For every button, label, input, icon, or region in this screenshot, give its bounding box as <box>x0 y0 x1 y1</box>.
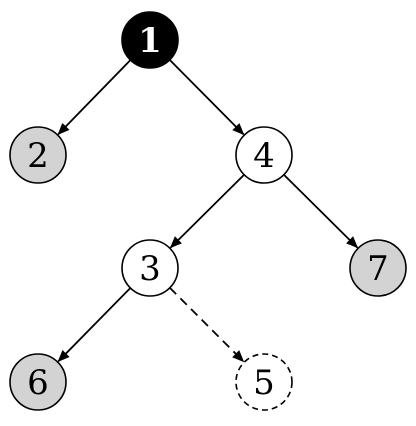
node-label-7: 7 <box>367 249 389 289</box>
node-circle-4 <box>235 126 293 184</box>
node-circle-1 <box>121 11 179 69</box>
node-label-6: 6 <box>27 363 49 403</box>
tree-node-5: 5 <box>235 353 293 411</box>
edge-3-to-5 <box>169 287 245 363</box>
edge-3-to-6 <box>57 287 132 363</box>
node-label-5: 5 <box>253 363 275 403</box>
edge-1-to-4 <box>169 59 245 136</box>
edges-layer <box>57 59 359 363</box>
edge-4-to-7 <box>283 174 359 249</box>
node-circle-6 <box>9 353 67 411</box>
tree-node-4: 4 <box>235 126 293 184</box>
node-circle-5 <box>235 353 293 411</box>
node-label-2: 2 <box>27 136 49 176</box>
node-circle-2 <box>9 126 67 184</box>
node-circle-7 <box>349 239 407 297</box>
tree-node-1: 1 <box>121 11 179 69</box>
edge-1-to-2 <box>57 59 132 135</box>
node-label-3: 3 <box>139 249 161 289</box>
nodes-layer: 1 2 4 3 7 6 5 <box>9 11 407 411</box>
tree-node-6: 6 <box>9 353 67 411</box>
node-label-1: 1 <box>138 21 162 61</box>
tree-node-7: 7 <box>349 239 407 297</box>
node-label-4: 4 <box>253 136 275 176</box>
tree-node-3: 3 <box>121 239 179 297</box>
tree-node-2: 2 <box>9 126 67 184</box>
edge-4-to-3 <box>169 174 245 249</box>
node-circle-3 <box>121 239 179 297</box>
